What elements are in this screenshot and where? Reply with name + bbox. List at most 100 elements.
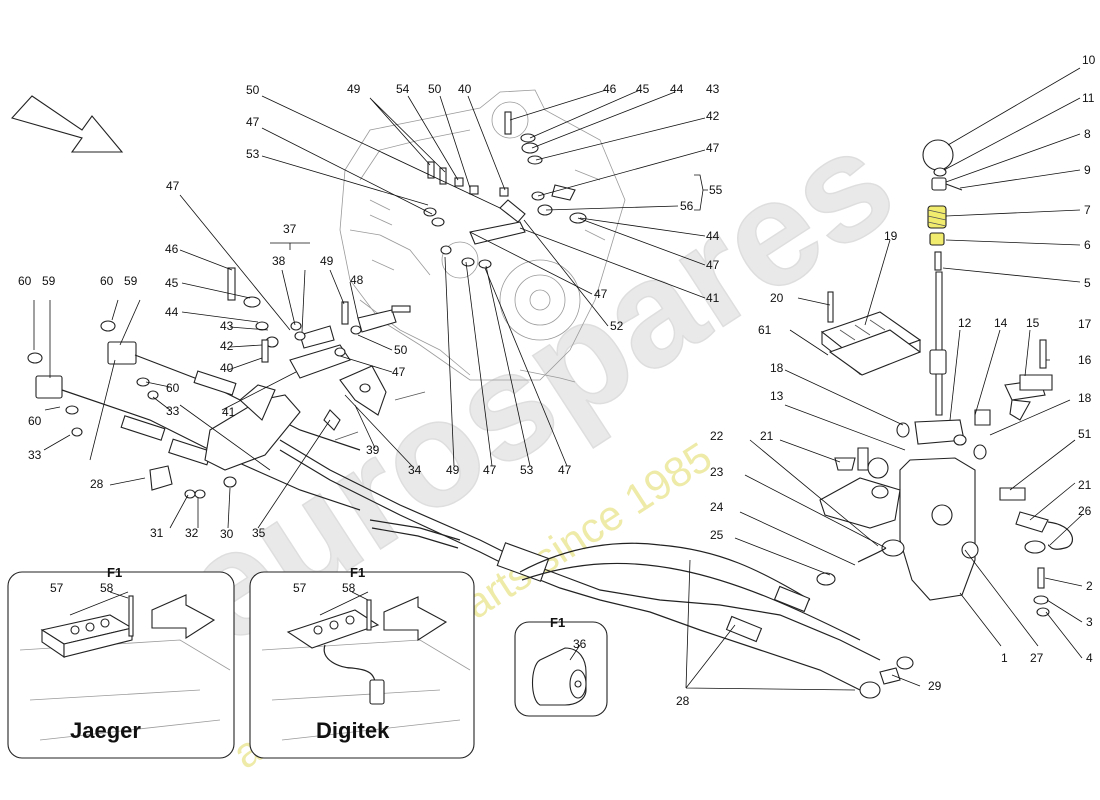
callout-6: 6 xyxy=(1084,238,1091,252)
callout-10: 10 xyxy=(1082,53,1096,67)
callout-47b: 47 xyxy=(246,115,260,129)
callout-52: 52 xyxy=(610,319,624,333)
callout-24: 24 xyxy=(710,500,724,514)
jaeger-panel-title: F1 xyxy=(107,565,122,580)
callout-53a: 53 xyxy=(246,147,260,161)
callout-51: 51 xyxy=(1078,427,1092,441)
callout-60b: 60 xyxy=(100,274,114,288)
callout-41a: 41 xyxy=(222,405,236,419)
callout-23: 23 xyxy=(710,465,724,479)
callout-14: 14 xyxy=(994,316,1008,330)
callout-47f: 47 xyxy=(594,287,608,301)
callout-4: 4 xyxy=(1086,651,1093,665)
digitek-panel-caption: Digitek xyxy=(316,718,390,743)
callout-12: 12 xyxy=(958,316,972,330)
callout-30: 30 xyxy=(220,527,234,541)
callout-1: 1 xyxy=(1001,651,1008,665)
callout-22: 22 xyxy=(710,429,724,443)
callout-labels: 1 2 3 4 5 6 7 8 9 10 11 12 13 14 15 16 1… xyxy=(18,53,1096,708)
callout-47c: 47 xyxy=(392,365,406,379)
f1-panel-jaeger: F1 Jaeger xyxy=(7,565,235,759)
callout-41b: 41 xyxy=(706,291,720,305)
callout-25: 25 xyxy=(710,528,724,542)
callout-36: 36 xyxy=(573,637,587,651)
callout-33b: 33 xyxy=(166,404,180,418)
callout-53b: 53 xyxy=(520,463,534,477)
callout-31: 31 xyxy=(150,526,164,540)
upper-bracket-assembly xyxy=(227,267,426,441)
callout-55: 55 xyxy=(709,183,723,197)
callout-47d: 47 xyxy=(483,463,497,477)
callout-9: 9 xyxy=(1084,163,1091,177)
callout-44a: 44 xyxy=(165,305,179,319)
callout-35: 35 xyxy=(252,526,266,540)
callout-60a: 60 xyxy=(18,274,32,288)
callout-47e: 47 xyxy=(558,463,572,477)
callout-50b: 50 xyxy=(428,82,442,96)
shift-cables xyxy=(279,439,914,699)
digitek-panel-title: F1 xyxy=(350,565,365,580)
shift-base-housing xyxy=(816,339,1074,617)
direction-arrow-icon xyxy=(10,95,124,153)
callout-13: 13 xyxy=(770,389,784,403)
callout-47g: 47 xyxy=(706,141,720,155)
callout-33a: 33 xyxy=(28,448,42,462)
callout-20: 20 xyxy=(770,291,784,305)
callout-44c: 44 xyxy=(706,229,720,243)
callout-46b: 46 xyxy=(603,82,617,96)
callout-21b: 21 xyxy=(1078,478,1092,492)
callout-40a: 40 xyxy=(220,361,234,375)
callout-38: 38 xyxy=(272,254,286,268)
f1-panel-digitek: F1 Digitek xyxy=(249,565,475,759)
callout-34: 34 xyxy=(408,463,422,477)
callout-18a: 18 xyxy=(770,361,784,375)
gear-lever-assembly xyxy=(922,139,963,416)
callout-15: 15 xyxy=(1026,316,1040,330)
callout-61: 61 xyxy=(758,323,772,337)
gate-plate xyxy=(820,291,922,376)
callout-19: 19 xyxy=(884,229,898,243)
callout-39: 39 xyxy=(366,443,380,457)
callout-11: 11 xyxy=(1082,91,1095,105)
callout-3: 3 xyxy=(1086,615,1093,629)
callout-40b: 40 xyxy=(458,82,472,96)
callout-32: 32 xyxy=(185,526,199,540)
callout-54: 54 xyxy=(396,82,410,96)
leader-lines xyxy=(33,67,1083,691)
callout-57b: 57 xyxy=(293,581,307,595)
callout-47a: 47 xyxy=(166,179,180,193)
selector-hardware xyxy=(423,111,587,269)
callout-47h: 47 xyxy=(706,258,720,272)
callout-57a: 57 xyxy=(50,581,64,595)
callout-59b: 59 xyxy=(124,274,138,288)
jaeger-panel-caption: Jaeger xyxy=(70,718,141,743)
callout-58a: 58 xyxy=(100,581,114,595)
callout-45a: 45 xyxy=(165,276,179,290)
callout-49b: 49 xyxy=(347,82,361,96)
callout-45b: 45 xyxy=(636,82,650,96)
left-linkage xyxy=(27,320,361,511)
callout-59a: 59 xyxy=(42,274,56,288)
callout-28a: 28 xyxy=(90,477,104,491)
callout-44b: 44 xyxy=(670,82,684,96)
callout-50a: 50 xyxy=(246,83,260,97)
callout-28b: 28 xyxy=(676,694,690,708)
callout-46a: 46 xyxy=(165,242,179,256)
callout-27: 27 xyxy=(1030,651,1044,665)
callout-43b: 43 xyxy=(706,82,720,96)
callout-17: 17 xyxy=(1078,317,1092,331)
callout-18b: 18 xyxy=(1078,391,1092,405)
f1-panel-small: F1 xyxy=(514,615,608,717)
callout-42b: 42 xyxy=(706,109,720,123)
callout-49a: 49 xyxy=(320,254,334,268)
callout-43a: 43 xyxy=(220,319,234,333)
callout-37: 37 xyxy=(283,222,297,236)
callout-29: 29 xyxy=(928,679,942,693)
callout-26: 26 xyxy=(1078,504,1092,518)
callout-60d: 60 xyxy=(166,381,180,395)
callout-60c: 60 xyxy=(28,414,42,428)
callout-7: 7 xyxy=(1084,203,1091,217)
callout-50c: 50 xyxy=(394,343,408,357)
callout-16: 16 xyxy=(1078,353,1092,367)
